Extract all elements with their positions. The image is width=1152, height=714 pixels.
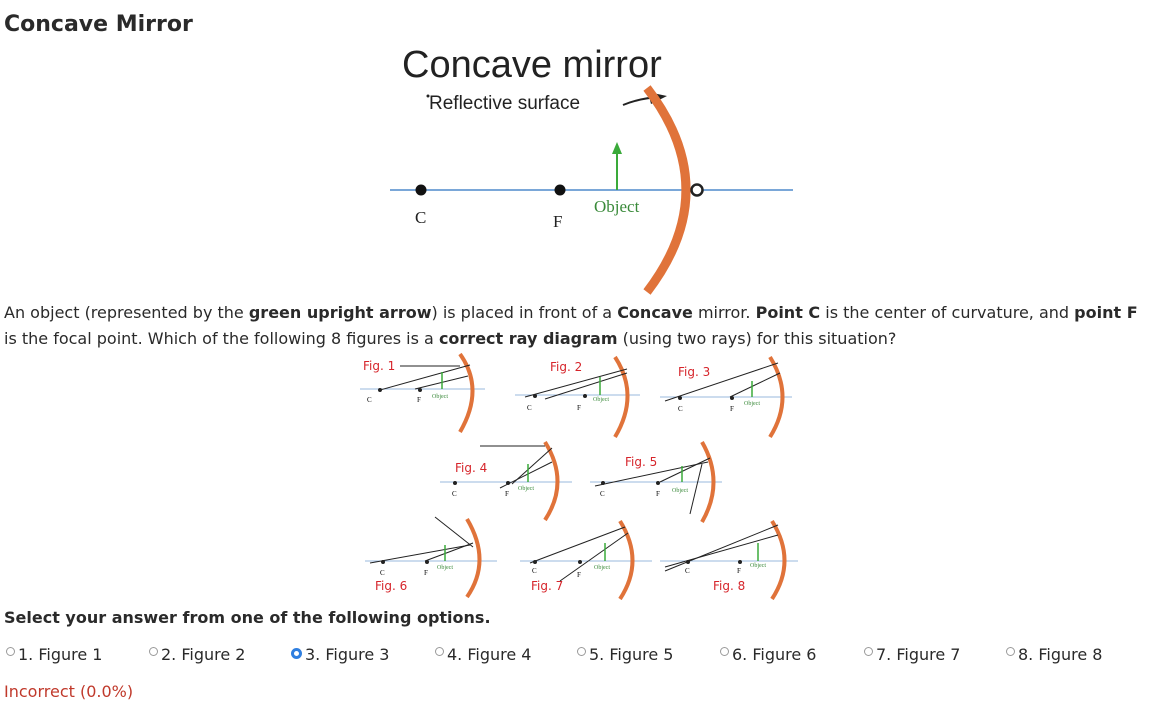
radio-button[interactable] (149, 646, 158, 656)
svg-text:Fig. 3: Fig. 3 (678, 365, 710, 379)
svg-text:C: C (678, 405, 683, 413)
svg-text:Object: Object (744, 401, 760, 407)
svg-text:Fig. 7: Fig. 7 (531, 579, 563, 593)
answer-prompt: Select your answer from one of the follo… (4, 608, 491, 627)
svg-text:C: C (367, 396, 372, 404)
svg-text:Object: Object (437, 565, 453, 571)
option-3[interactable]: 3. Figure 3 (291, 645, 389, 664)
feedback-status: Incorrect (0.0%) (4, 682, 134, 701)
point-f-label: F (553, 212, 562, 231)
svg-text:Fig. 4: Fig. 4 (455, 461, 487, 475)
figure-3: Fig. 3 C F Object (660, 355, 792, 439)
svg-text:C: C (532, 567, 537, 575)
point-c-label: C (415, 208, 426, 227)
svg-text:Object: Object (593, 397, 609, 403)
figure-1: Fig. 1 C F Object (360, 352, 485, 434)
svg-text:Fig. 8: Fig. 8 (713, 579, 745, 593)
radio-button[interactable] (864, 646, 873, 656)
page-title: Concave Mirror (4, 12, 193, 37)
question-text: An object (represented by the green upri… (4, 303, 1138, 348)
mirror-vertex (690, 183, 704, 197)
surface-dot (426, 94, 430, 98)
svg-text:F: F (656, 490, 660, 498)
diagram-title: Concave mirror (402, 44, 662, 86)
radio-button[interactable] (1006, 646, 1015, 656)
svg-text:C: C (527, 404, 532, 412)
answer-options: 1. Figure 1 2. Figure 2 3. Figure 3 4. F… (4, 645, 1152, 669)
svg-text:Object: Object (518, 486, 534, 492)
object-label: Object (594, 197, 640, 216)
option-1[interactable]: 1. Figure 1 (6, 645, 102, 664)
svg-text:F: F (417, 396, 421, 404)
svg-text:Fig. 2: Fig. 2 (550, 360, 582, 374)
option-4[interactable]: 4. Figure 4 (435, 645, 531, 664)
svg-text:C: C (452, 490, 457, 498)
surface-label: Reflective surface (429, 93, 580, 114)
figure-5: Fig. 5 C F Object (590, 441, 722, 523)
svg-text:Fig. 5: Fig. 5 (625, 455, 657, 469)
figure-2: Fig. 2 C F Object (515, 355, 640, 439)
svg-text:C: C (380, 569, 385, 577)
radio-button-selected[interactable] (291, 648, 302, 659)
point-f-dot (554, 184, 566, 196)
svg-text:Object: Object (750, 563, 766, 569)
point-c-dot (415, 184, 427, 196)
svg-text:C: C (600, 490, 605, 498)
radio-button[interactable] (720, 646, 729, 656)
figure-8: Fig. 8 C F Object (660, 519, 798, 600)
figure-4: Fig. 4 C F Object (440, 440, 572, 522)
option-6[interactable]: 6. Figure 6 (720, 645, 816, 664)
svg-text:C: C (685, 567, 690, 575)
svg-text:F: F (737, 567, 741, 575)
svg-text:F: F (577, 404, 581, 412)
main-mirror-diagram: Concave mirror Reflective surface C F Ob… (390, 44, 793, 295)
object-arrowhead (612, 142, 622, 154)
svg-text:Object: Object (672, 488, 688, 494)
figure-7: Fig. 7 C F Object (520, 519, 652, 600)
figure-6: Fig. 6 C F Object (365, 516, 497, 598)
radio-button[interactable] (435, 646, 444, 656)
radio-button[interactable] (577, 646, 586, 656)
svg-text:F: F (505, 490, 509, 498)
option-5[interactable]: 5. Figure 5 (577, 645, 673, 664)
option-2[interactable]: 2. Figure 2 (149, 645, 245, 664)
svg-text:Object: Object (432, 394, 448, 400)
svg-text:Fig. 6: Fig. 6 (375, 579, 407, 593)
svg-text:F: F (424, 569, 428, 577)
svg-text:Fig. 1: Fig. 1 (363, 359, 395, 373)
option-7[interactable]: 7. Figure 7 (864, 645, 960, 664)
option-8[interactable]: 8. Figure 8 (1006, 645, 1102, 664)
svg-text:F: F (577, 571, 581, 579)
svg-text:F: F (730, 405, 734, 413)
mirror-arc (643, 85, 691, 295)
radio-button[interactable] (6, 646, 15, 656)
svg-text:Object: Object (594, 565, 610, 571)
